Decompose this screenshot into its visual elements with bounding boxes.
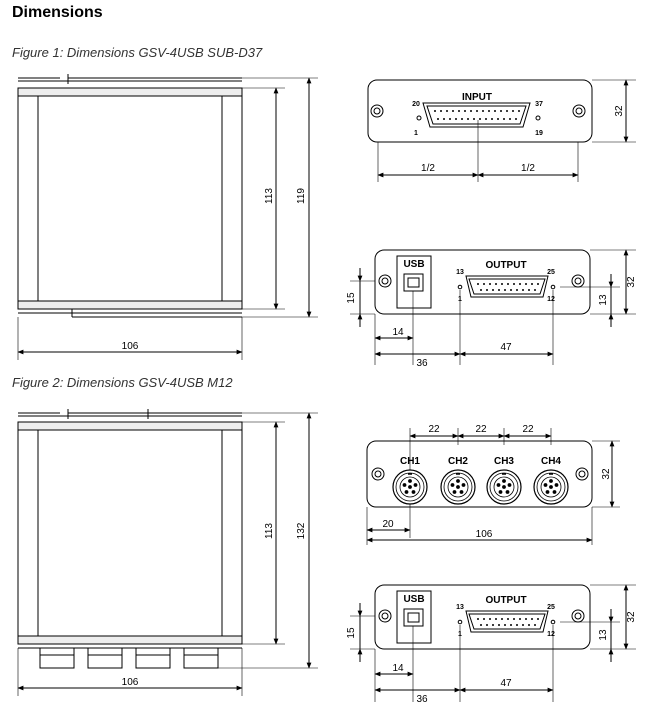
fig2-output-pin-1: 1 bbox=[458, 631, 462, 638]
ch1-label: CH1 bbox=[400, 456, 420, 467]
fig1-dim-119: 119 bbox=[296, 188, 307, 204]
fig1-dim-32: 32 bbox=[626, 276, 637, 288]
ch2-label: CH2 bbox=[448, 456, 468, 467]
fig2-output-pin-12: 12 bbox=[547, 631, 555, 638]
fig2-dim-47: 47 bbox=[500, 678, 512, 689]
fig2-output-pin-13: 13 bbox=[456, 604, 464, 611]
fig2-output-pin-25: 25 bbox=[547, 604, 555, 611]
m12-dim-106: 106 bbox=[476, 529, 493, 540]
fig1-usb-label: USB bbox=[403, 259, 424, 270]
fig1-output-pin-12: 12 bbox=[547, 296, 555, 303]
fig2-dim-15: 15 bbox=[346, 627, 357, 639]
figure1-input-panel bbox=[367, 79, 636, 182]
sub-d25-pins-2 bbox=[477, 618, 539, 626]
fig2-dim-106: 106 bbox=[122, 677, 139, 688]
sub-d37-pins bbox=[434, 110, 520, 120]
input-dim-half-left: 1/2 bbox=[421, 163, 435, 174]
ch4-label: CH4 bbox=[541, 456, 561, 467]
figure2-front-view bbox=[17, 409, 318, 696]
fig1-dim-47: 47 bbox=[500, 342, 512, 353]
figure1-caption: Figure 1: Dimensions GSV-4USB SUB-D37 bbox=[12, 45, 263, 60]
m12-dim-32: 32 bbox=[601, 468, 612, 480]
input-pin-1: 1 bbox=[414, 130, 418, 137]
figure1-front-view bbox=[17, 74, 318, 360]
fig2-usb-label: USB bbox=[403, 594, 424, 605]
figure2-output-panel bbox=[350, 584, 636, 702]
fig1-dim-113: 113 bbox=[264, 188, 275, 204]
fig1-dim-13: 13 bbox=[598, 294, 609, 306]
fig1-output-pin-1: 1 bbox=[458, 296, 462, 303]
fig1-output-label: OUTPUT bbox=[485, 260, 526, 271]
figure2-caption: Figure 2: Dimensions GSV-4USB M12 bbox=[12, 375, 233, 390]
input-pin-19: 19 bbox=[535, 130, 543, 137]
page-heading: Dimensions bbox=[12, 4, 103, 21]
figure1-output-panel bbox=[350, 249, 636, 365]
fig2-dim-14: 14 bbox=[392, 663, 404, 674]
input-dim-32: 32 bbox=[614, 105, 625, 117]
m12-spacing-1: 22 bbox=[428, 424, 440, 435]
fig1-dim-14: 14 bbox=[392, 327, 404, 338]
figure2-m12-panel bbox=[366, 428, 620, 545]
fig1-dim-106: 106 bbox=[122, 341, 139, 352]
ch3-label: CH3 bbox=[494, 456, 514, 467]
m12-dim-20: 20 bbox=[382, 519, 394, 530]
fig2-dim-113: 113 bbox=[264, 523, 275, 539]
fig1-output-pin-25: 25 bbox=[547, 269, 555, 276]
fig1-dim-36: 36 bbox=[416, 358, 428, 369]
fig2-dim-13: 13 bbox=[598, 629, 609, 641]
input-pin-20: 20 bbox=[412, 101, 420, 108]
fig2-dim-32: 32 bbox=[626, 611, 637, 623]
fig1-output-pin-13: 13 bbox=[456, 269, 464, 276]
input-dim-half-right: 1/2 bbox=[521, 163, 535, 174]
m12-spacing-3: 22 bbox=[522, 424, 534, 435]
sub-d25-pins bbox=[477, 283, 539, 291]
fig2-dim-36: 36 bbox=[416, 694, 428, 705]
fig2-output-label: OUTPUT bbox=[485, 595, 526, 606]
fig2-dim-132: 132 bbox=[296, 522, 307, 539]
m12-spacing-2: 22 bbox=[475, 424, 487, 435]
fig1-dim-15: 15 bbox=[346, 292, 357, 304]
input-label: INPUT bbox=[462, 92, 492, 103]
input-pin-37: 37 bbox=[535, 101, 543, 108]
